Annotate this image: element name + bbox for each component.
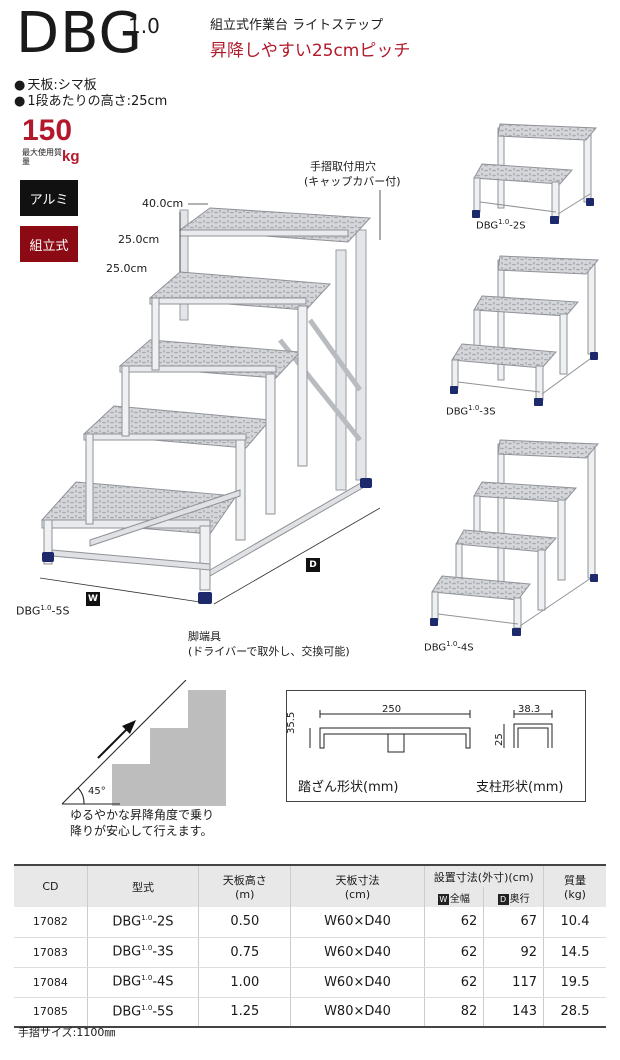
product-tagline: 昇降しやすい25cmピッチ [210,41,411,61]
col-mass: 質量(kg) [543,864,606,907]
handrail-hole-note: 手摺取付用穴 [310,160,376,173]
angle-label: 45° [88,786,106,797]
tread-width: 250 [382,704,402,715]
assembly-tag: 組立式 [20,226,78,262]
post-height: 25 [494,733,505,746]
angle-caption: ゆるやかな昇降角度で乗り [70,808,215,822]
capacity-label: 最大使用質量 [22,148,62,166]
tread-height: 35.5 [286,711,297,734]
cell-mass: 28.5 [543,997,606,1028]
feature-item: 1段あたりの高さ:25cm [14,90,167,109]
handrail-hole-note-sub: (キャップカバー付) [304,175,401,188]
cell-size: W60×D40 [290,937,425,968]
dim-step-height: 25.0cm [106,262,148,275]
variant-4s-label: DBG1.0-4S [424,640,474,654]
cell-w: 62 [423,937,484,968]
variant-2s-illustration [472,123,598,224]
cell-height: 1.00 [198,967,291,998]
cell-d: 143 [483,997,544,1028]
col-size: 天板寸法(cm) [290,864,425,907]
variant-3s-label: DBG1.0-3S [446,404,496,418]
product-subtitle: 組立式作業台 ライトステップ [210,18,384,33]
table-row: 17085 DBG1.0-5S 1.25 W80×D40 82 143 28.5 [14,997,606,1028]
cell-model: DBG1.0-3S [86,937,199,968]
capacity-value: 150 [22,114,73,147]
product-version: 1.0 [128,14,160,38]
cell-w: 82 [423,997,484,1028]
post-width: 38.3 [518,704,541,715]
table-row: 17083 DBG1.0-3S 0.75 W60×D40 62 92 14.5 [14,937,606,968]
cell-cd: 17083 [14,937,88,968]
cell-height: 0.50 [198,907,291,938]
cell-mass: 14.5 [543,937,606,968]
cell-model: DBG1.0-4S [86,967,199,998]
cell-w: 62 [423,907,484,938]
col-height: 天板高さ(m) [198,864,291,907]
col-model: 型式 [86,864,199,907]
product-model: DBG [16,1,143,66]
capacity-unit: kg [62,148,80,165]
depth-marker: D [306,552,320,572]
cell-size: W80×D40 [290,997,425,1028]
dim-step-height: 25.0cm [118,233,160,246]
cell-d: 67 [483,907,544,938]
cell-mass: 10.4 [543,907,606,938]
post-caption: 支柱形状(mm) [476,780,564,795]
cell-cd: 17084 [14,967,88,998]
profile-shapes [309,710,553,753]
width-marker: W [86,586,100,606]
foot-note: 脚端具 [188,630,221,643]
arrow-up-icon [122,720,136,734]
cell-height: 1.25 [198,997,291,1028]
profile-box [286,690,586,802]
cell-model: DBG1.0-5S [86,997,199,1028]
footnote: 手摺サイズ:1100㎜ [18,1026,116,1039]
cell-d: 92 [483,937,544,968]
cell-model: DBG1.0-2S [86,907,199,938]
table-row: 17082 DBG1.0-2S 0.50 W60×D40 62 67 10.4 [14,907,606,938]
angle-diagram [61,680,226,806]
cell-mass: 19.5 [543,967,606,998]
cell-w: 62 [423,967,484,998]
table-header-row: CD 型式 天板高さ(m) 天板寸法(cm) 設置寸法(外寸)(cm) 質量(k… [14,864,606,907]
cell-cd: 17082 [14,907,88,938]
table-row: 17084 DBG1.0-4S 1.00 W60×D40 62 117 19.5 [14,967,606,998]
cell-size: W60×D40 [290,907,425,938]
angle-caption-sub: 降りが安心して行えます。 [70,824,213,838]
tread-caption: 踏ざん形状(mm) [298,780,399,795]
variant-3s-illustration [450,255,600,406]
variant-4s-illustration [430,439,600,636]
cell-height: 0.75 [198,937,291,968]
foot-note-sub: (ドライバーで取外し、交換可能) [188,645,350,658]
cell-d: 117 [483,967,544,998]
col-cd: CD [14,864,88,907]
spec-table: CD 型式 天板高さ(m) 天板寸法(cm) 設置寸法(外寸)(cm) 質量(k… [14,864,606,1028]
main-model-label: DBG1.0-5S [16,604,70,618]
material-tag: アルミ [20,180,78,216]
main-step-illustration [39,190,381,605]
cell-cd: 17085 [14,997,88,1028]
cell-size: W60×D40 [290,967,425,998]
variant-2s-label: DBG1.0-2S [476,218,526,232]
col-install: 設置寸法(外寸)(cm) [423,864,544,887]
dim-top-depth: 40.0cm [142,197,184,210]
